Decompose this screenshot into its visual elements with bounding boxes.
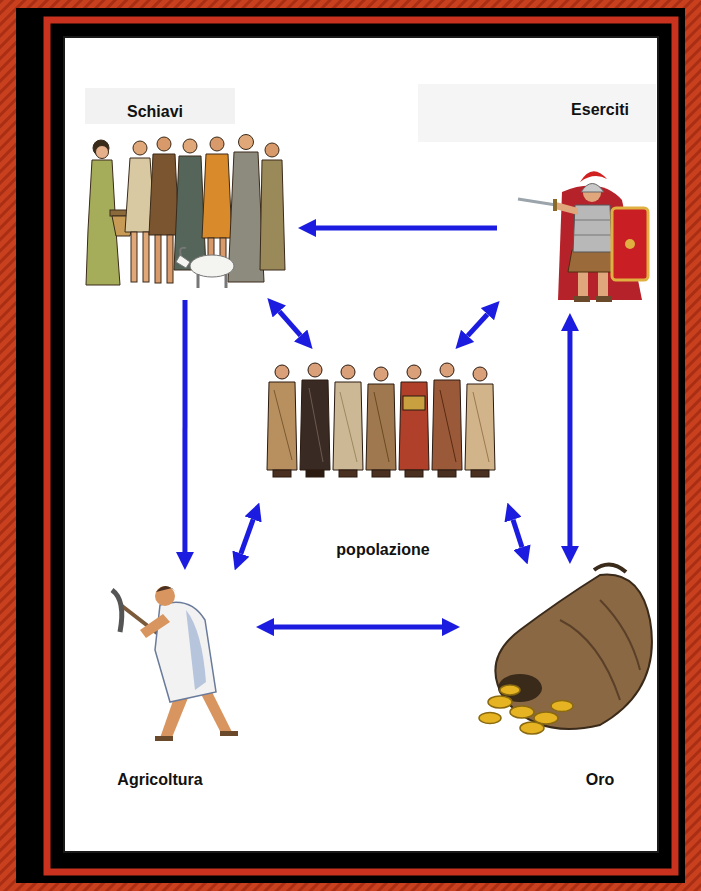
flow-arrow [274, 625, 442, 630]
flow-arrow [279, 311, 300, 335]
flow-arrow [241, 519, 253, 553]
concept-node: popolazione [262, 355, 505, 563]
flow-arrow [182, 300, 187, 552]
soldier-illustration [518, 171, 648, 302]
flow-arrow [468, 314, 488, 336]
population-illustration [267, 363, 495, 477]
node-label: Oro [586, 770, 614, 789]
flow-arrow [513, 520, 522, 548]
node-label: Schiavi [127, 102, 183, 121]
slaves-illustration [86, 135, 285, 289]
node-label: popolazione [336, 540, 429, 559]
concept-node: Eserciti [505, 88, 655, 305]
node-label: Eserciti [571, 100, 629, 119]
concept-node: Schiavi [80, 78, 290, 292]
flow-arrow [567, 331, 572, 546]
concept-node: Oro [468, 572, 660, 795]
node-label: Agricoltura [117, 770, 202, 789]
concept-node: Agricoltura [100, 578, 248, 795]
gold-sack-illustration [479, 564, 652, 734]
farmer-illustration [112, 586, 238, 741]
flow-arrow [316, 225, 497, 230]
